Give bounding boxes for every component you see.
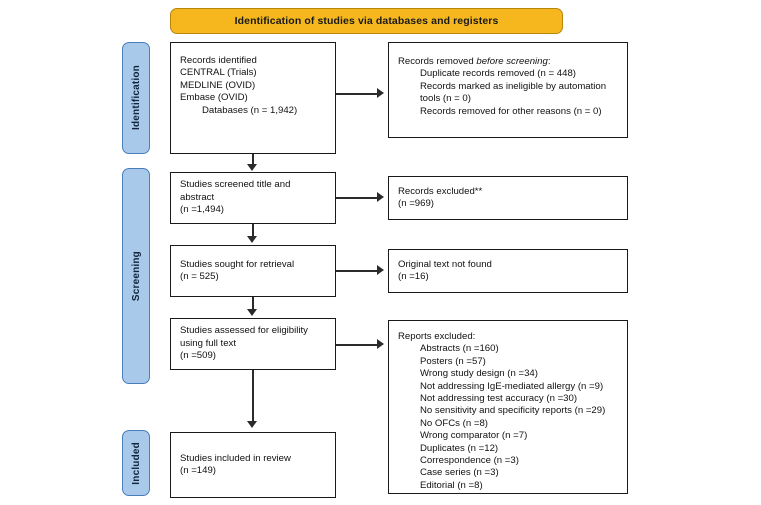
- records-removed-item-1: Records marked as ineligible by automati…: [420, 80, 607, 105]
- connector-assessed-to-included: [252, 370, 254, 421]
- stage-label-identification-text: Identification: [130, 65, 142, 131]
- reports-excluded-reason-6: No OFCs (n =8): [420, 417, 488, 429]
- connector-sought-to-assessed: [252, 297, 254, 309]
- arrowhead-down-icon: [247, 421, 257, 428]
- arrowhead-right-icon: [377, 88, 384, 98]
- reports-excluded-reason-0: Abstracts (n =160): [420, 343, 499, 355]
- records-removed-heading: Records removed before screening:: [398, 56, 618, 68]
- records-identified-source-1: MEDLINE (OVID): [180, 79, 256, 91]
- reports-excluded-reason-4: Not addressing test accuracy (n =30): [420, 393, 578, 405]
- reports-excluded-reason-8: Duplicates (n =12): [420, 442, 499, 454]
- records-excluded-label: Records excluded**: [398, 185, 483, 197]
- records-removed-item-0: Duplicate records removed (n = 448): [420, 68, 576, 80]
- stage-label-screening-text: Screening: [130, 250, 142, 302]
- box-records-removed-before-screening: Records removed before screening: Duplic…: [388, 42, 628, 138]
- records-identified-source-0: CENTRAL (Trials): [180, 67, 257, 79]
- studies-assessed-line-1: Studies assessed for eligibility: [180, 325, 308, 337]
- arrowhead-down-icon: [247, 164, 257, 171]
- studies-sought-count: (n = 525): [180, 271, 219, 282]
- box-studies-assessed-for-eligibility: Studies assessed for eligibility using f…: [170, 318, 336, 370]
- studies-included-label: Studies included in review: [180, 452, 291, 464]
- reports-excluded-reason-5: No sensitivity and specificity reports (…: [420, 405, 606, 417]
- box-original-text-not-found: Original text not found (n =16): [388, 249, 628, 293]
- stage-label-included-text: Included: [130, 441, 142, 485]
- records-removed-heading-post: :: [547, 56, 551, 67]
- reports-excluded-reason-7: Wrong comparator (n =7): [420, 430, 528, 442]
- records-removed-heading-emphasis: before screening: [476, 56, 548, 67]
- connector-identified-to-removed: [336, 93, 378, 95]
- studies-included-count: (n =149): [180, 465, 216, 476]
- arrowhead-down-icon: [247, 309, 257, 316]
- reports-excluded-reason-9: Correspondence (n =3): [420, 455, 519, 467]
- records-identified-heading: Records identified: [180, 55, 257, 66]
- stage-label-screening: Screening: [122, 168, 150, 384]
- arrowhead-right-icon: [377, 192, 384, 202]
- reports-excluded-reason-10: Case series (n =3): [420, 467, 499, 479]
- reports-excluded-reason-1: Posters (n =57): [420, 355, 486, 367]
- diagram-title: Identification of studies via databases …: [234, 15, 499, 27]
- studies-screened-line-1: Studies screened title and: [180, 179, 291, 191]
- box-records-excluded: Records excluded** (n =969): [388, 176, 628, 220]
- box-studies-screened: Studies screened title and abstract (n =…: [170, 172, 336, 224]
- box-reports-excluded: Reports excluded: Abstracts (n =160) Pos…: [388, 320, 628, 494]
- connector-assessed-to-reports-excluded: [336, 344, 378, 346]
- records-excluded-count: (n =969): [398, 198, 434, 209]
- studies-sought-label: Studies sought for retrieval: [180, 258, 295, 270]
- diagram-header-banner: Identification of studies via databases …: [170, 8, 563, 34]
- original-text-not-found-label: Original text not found: [398, 258, 492, 270]
- reports-excluded-reason-2: Wrong study design (n =34): [420, 368, 538, 380]
- studies-assessed-count: (n =509): [180, 350, 216, 362]
- stage-label-included: Included: [122, 430, 150, 496]
- connector-screened-to-sought: [252, 224, 254, 236]
- reports-excluded-heading: Reports excluded:: [398, 331, 476, 342]
- connector-identified-to-screened: [252, 154, 254, 165]
- original-text-not-found-count: (n =16): [398, 271, 429, 282]
- box-records-identified: Records identified CENTRAL (Trials) MEDL…: [170, 42, 336, 154]
- records-identified-source-2: Embase (OVID): [180, 92, 248, 104]
- box-studies-included-in-review: Studies included in review (n =149): [170, 432, 336, 498]
- studies-screened-line-2: abstract: [180, 191, 215, 203]
- arrowhead-right-icon: [377, 265, 384, 275]
- arrowhead-right-icon: [377, 339, 384, 349]
- reports-excluded-reason-11: Editorial (n =8): [420, 479, 483, 491]
- studies-screened-count: (n =1,494): [180, 204, 225, 216]
- stage-label-identification: Identification: [122, 42, 150, 154]
- reports-excluded-reason-3: Not addressing IgE-mediated allergy (n =…: [420, 380, 604, 392]
- connector-screened-to-excluded: [336, 197, 378, 199]
- arrowhead-down-icon: [247, 236, 257, 243]
- records-removed-item-2: Records removed for other reasons (n = 0…: [420, 105, 602, 117]
- studies-assessed-line-2: using full text: [180, 337, 236, 349]
- records-removed-heading-pre: Records removed: [398, 56, 477, 67]
- box-studies-sought-for-retrieval: Studies sought for retrieval (n = 525): [170, 245, 336, 297]
- records-identified-databases-count: Databases (n = 1,942): [202, 104, 298, 116]
- connector-sought-to-not-found: [336, 270, 378, 272]
